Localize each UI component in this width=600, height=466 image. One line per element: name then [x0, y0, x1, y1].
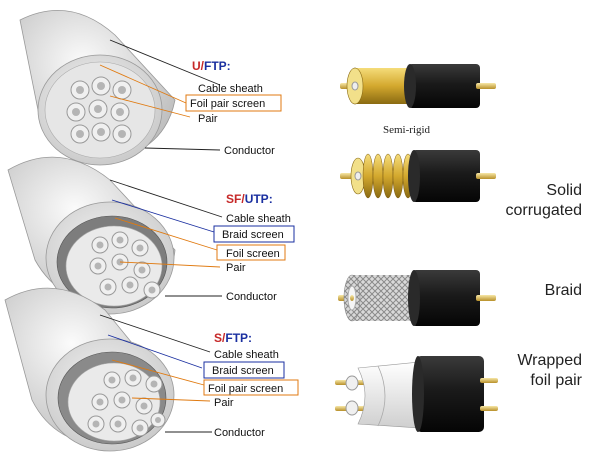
cable-sftp-type-title: S/FTP: [214, 331, 252, 345]
coax-solid-corrugated: Solid corrugated [340, 150, 582, 219]
cable-sfutp: SF/UTP: Cable sheath Braid screen Foil s… [7, 156, 295, 315]
cable-sftp-illustration [4, 287, 175, 452]
coax-braid-label: Braid [545, 282, 582, 299]
cable-sftp-label-sheath: Cable sheath [214, 349, 279, 361]
cable-sfutp-type-title: SF/UTP: [226, 192, 273, 206]
coax-wrapped-foil-pair: Wrapped foil pair [335, 352, 583, 432]
cable-uftp: U/FTP: Cable sheath Foil pair screen Pai… [19, 10, 282, 166]
cable-uftp-conductors [66, 76, 132, 144]
cable-sfutp-label-conductor: Conductor [226, 291, 277, 303]
cable-uftp-label-foil-pair-screen: Foil pair screen [190, 98, 265, 110]
cable-sftp-braid-box [203, 361, 285, 379]
cable-sftp-label-pair: Pair [214, 397, 234, 409]
cable-sfutp-illustration [7, 156, 176, 315]
coax-semi-rigid: Semi-rigid [340, 64, 496, 136]
cable-sftp-conductors [87, 369, 166, 437]
coax-wrapped-label-1: Wrapped [517, 352, 582, 369]
cable-uftp-illustration [19, 10, 176, 166]
coax-wrapped-label-2: foil pair [530, 372, 582, 389]
cable-sftp: S/FTP: Cable sheath Braid screen Foil pa… [4, 287, 299, 452]
cable-uftp-label-pair: Pair [198, 113, 218, 125]
coax-solid-corrugated-label-1: Solid [546, 182, 582, 199]
cable-sfutp-conductors [89, 231, 161, 299]
corrugation-ribs [362, 153, 414, 199]
cable-sftp-foil-box [203, 379, 299, 396]
cable-sfutp-label-braid-screen: Braid screen [222, 229, 284, 241]
cable-sftp-label-conductor: Conductor [214, 427, 265, 439]
cable-uftp-label-sheath: Cable sheath [198, 83, 263, 95]
cable-uftp-label-conductor: Conductor [224, 145, 275, 157]
cable-uftp-type-title: U/FTP: [192, 59, 231, 73]
coax-semi-rigid-label: Semi-rigid [383, 124, 431, 136]
cable-sftp-label-braid-screen: Braid screen [212, 365, 274, 377]
cable-sfutp-label-sheath: Cable sheath [226, 213, 291, 225]
coax-solid-corrugated-label-2: corrugated [506, 202, 583, 219]
cable-sfutp-label-pair: Pair [226, 262, 246, 274]
cable-sftp-label-foil-pair-screen: Foil pair screen [208, 383, 283, 395]
cable-sfutp-label-foil-screen: Foil screen [226, 248, 280, 260]
cable-sfutp-foil-box [216, 244, 286, 261]
coax-braid: Braid [338, 270, 582, 326]
cable-sfutp-braid-box [213, 225, 295, 243]
cable-uftp-foil-box [185, 94, 282, 112]
